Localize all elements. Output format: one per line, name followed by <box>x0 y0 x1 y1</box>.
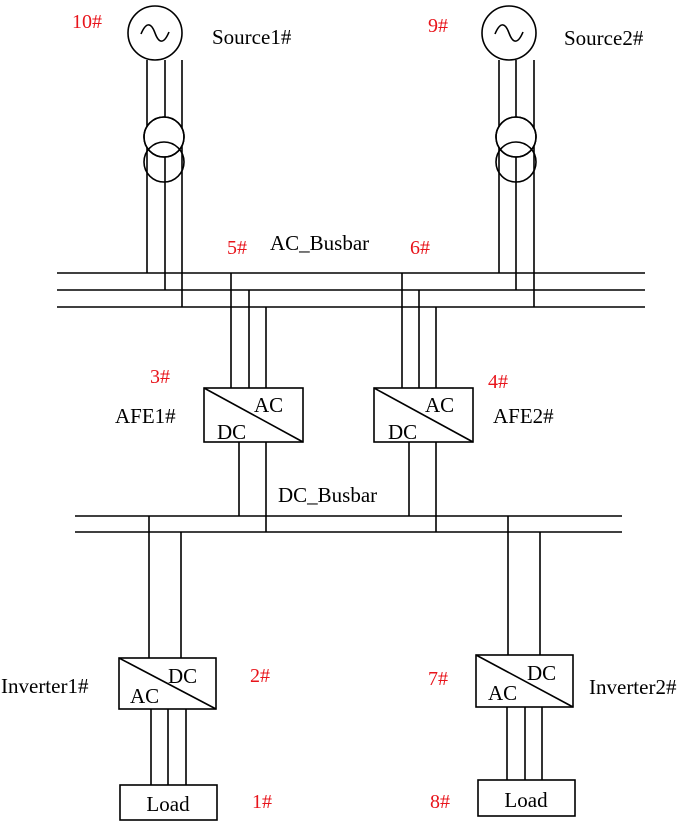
load-1-label: Load <box>146 792 190 816</box>
afe-1-top-label: AC <box>254 393 283 417</box>
load-2: Load 8# <box>430 779 576 817</box>
afe-2-label: AFE2# <box>493 404 554 428</box>
afe-2-converter: AC DC <box>373 387 474 444</box>
afe-2-bottom-label: DC <box>388 420 417 444</box>
afe-2-number: 4# <box>488 371 508 393</box>
inverter-2: DC AC Inverter2# 7# <box>428 516 677 780</box>
ac-source-icon <box>127 5 183 61</box>
dc-busbar-label: DC_Busbar <box>278 483 377 507</box>
source-2-number: 9# <box>428 15 448 37</box>
ac-busbar-node-left: 5# <box>227 237 247 259</box>
source-1-label: Source1# <box>212 25 292 49</box>
ac-source-icon <box>481 5 537 61</box>
afe-2-top-label: AC <box>425 393 454 417</box>
load-1-number: 1# <box>252 791 272 813</box>
source-1: 10# Source1# <box>72 5 292 307</box>
inverter-1-label: Inverter1# <box>1 674 89 698</box>
inverter-2-label: Inverter2# <box>589 675 677 699</box>
inverter-1: DC AC Inverter1# 2# <box>1 516 270 785</box>
transformer-icon <box>143 116 185 183</box>
ac-busbar-label: AC_Busbar <box>270 231 369 255</box>
load-2-label: Load <box>504 788 548 812</box>
afe-1: AC DC AFE1# 3# <box>115 273 304 532</box>
afe-1-label: AFE1# <box>115 404 176 428</box>
load-2-number: 8# <box>430 791 450 813</box>
inverter-1-bottom-label: AC <box>130 684 159 708</box>
load-1: Load 1# <box>119 784 272 821</box>
afe-2: AC DC AFE2# 4# <box>373 273 554 532</box>
inverter-1-top-label: DC <box>168 664 197 688</box>
source-2-label: Source2# <box>564 26 644 50</box>
inverter-1-number: 2# <box>250 665 270 687</box>
transformer-icon <box>495 116 537 183</box>
afe-1-number: 3# <box>150 366 170 388</box>
afe-1-bottom-label: DC <box>217 420 246 444</box>
ac-busbar: AC_Busbar 5# 6# <box>57 231 645 308</box>
dc-busbar: DC_Busbar <box>75 483 622 533</box>
source-2: 9# Source2# <box>428 5 644 307</box>
inverter-2-top-label: DC <box>527 661 556 685</box>
inverter-1-converter: DC AC <box>118 657 217 710</box>
inverter-2-converter: DC AC <box>475 654 574 708</box>
inverter-2-bottom-label: AC <box>488 681 517 705</box>
source-1-number: 10# <box>72 11 102 33</box>
ac-busbar-node-right: 6# <box>410 237 430 259</box>
inverter-2-number: 7# <box>428 668 448 690</box>
afe-1-converter: AC DC <box>203 387 304 444</box>
